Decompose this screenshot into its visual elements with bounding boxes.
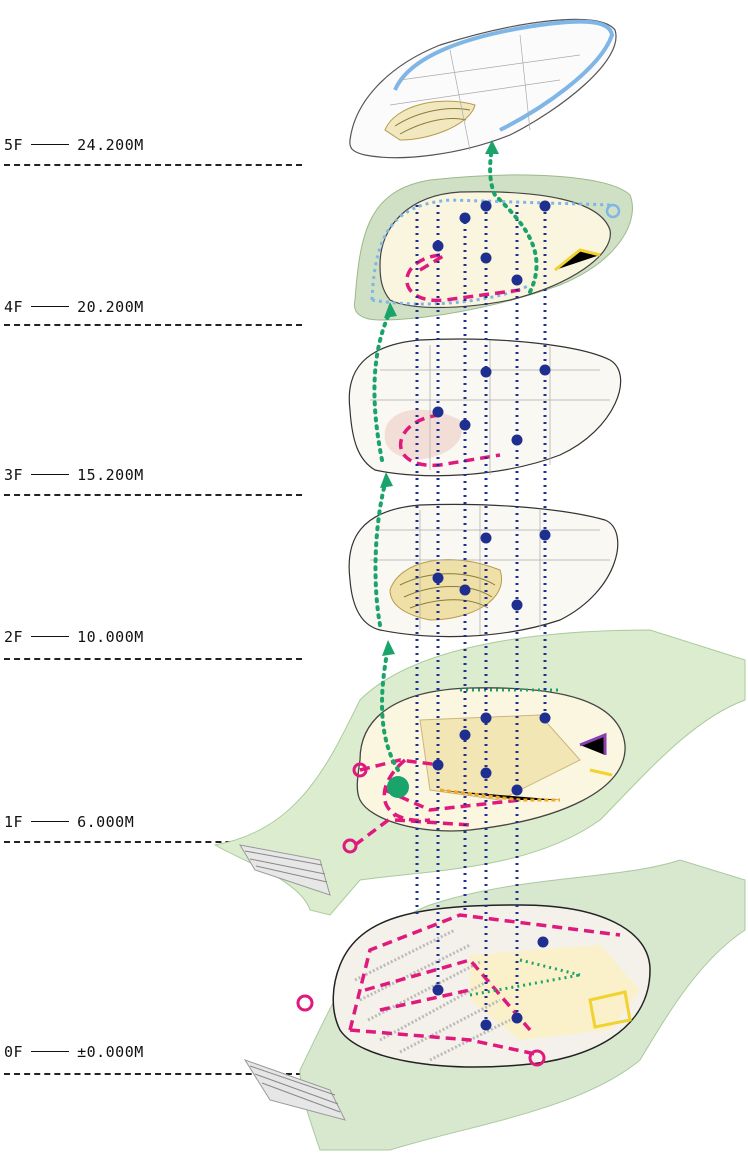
core-node (480, 1019, 492, 1031)
roof-walk-node-4f (605, 203, 621, 219)
vehicle-route-0f (348, 913, 621, 1057)
exit-node (528, 1049, 546, 1067)
core-nodes (432, 200, 551, 1031)
stair-circulation (372, 140, 539, 772)
roof-walk-5f (393, 19, 615, 132)
plate-2f (348, 503, 619, 638)
core-node (539, 529, 551, 541)
label-rule (31, 143, 70, 145)
road-stripes-1f (244, 850, 328, 883)
label-rule (31, 1050, 70, 1052)
grid-lines-2f (370, 505, 610, 635)
public-route-3f (398, 413, 501, 467)
plate-0f (243, 859, 746, 1151)
service-yellow-0f (588, 990, 632, 1029)
core-node (432, 759, 444, 771)
road-stripes-0f (249, 1065, 341, 1113)
core-node (511, 784, 523, 796)
floor-name: 1F (4, 813, 24, 831)
core-node (480, 200, 492, 212)
stair-path-2f-3f (373, 478, 388, 627)
core-node (480, 767, 492, 779)
parking-grid-0f (354, 928, 511, 1062)
level-line-2f (4, 658, 302, 660)
level-label-4f: 4F 20.200M (4, 298, 144, 316)
core-node (459, 419, 471, 431)
floor-elevation: ±0.000M (77, 1043, 144, 1061)
label-rule (31, 473, 70, 475)
stair-path-4f-5f (488, 146, 539, 294)
yellow-route-4f (554, 248, 601, 272)
level-label-2f: 2F 10.000M (4, 628, 144, 646)
core-node (432, 406, 444, 418)
core-node (459, 212, 471, 224)
floor-elevation: 20.200M (77, 298, 144, 316)
label-rule (31, 820, 70, 822)
core-node (511, 599, 523, 611)
arrow-icon (382, 640, 395, 656)
core-node (459, 584, 471, 596)
core-node (511, 434, 523, 446)
core-node (539, 364, 551, 376)
level-label-5f: 5F 24.200M (4, 136, 144, 154)
entry-node-1f-a (342, 838, 358, 854)
level-line-3f (4, 494, 302, 496)
label-rule (31, 635, 70, 637)
label-rule (31, 305, 70, 307)
plate-4f (353, 174, 633, 321)
arrow-icon (384, 302, 397, 318)
level-line-1f (4, 841, 302, 843)
stair-path-3f-4f (372, 310, 392, 462)
floor-name: 2F (4, 628, 24, 646)
stair-path-1f-2f (380, 646, 400, 772)
plate-5f (349, 18, 617, 159)
level-line-5f (4, 164, 302, 166)
auditorium-3f (384, 409, 462, 460)
seating-rows-5f (394, 108, 471, 135)
level-label-3f: 3F 15.200M (4, 466, 144, 484)
floor-name: 3F (4, 466, 24, 484)
floor-name: 5F (4, 136, 24, 154)
yellow-route-1f (589, 768, 613, 777)
purple-route-1f (579, 732, 607, 755)
core-node (511, 1012, 523, 1024)
core-node (480, 712, 492, 724)
core-node (480, 252, 492, 264)
entry-node-1f-b (352, 762, 368, 778)
green-dotted-0f (469, 958, 581, 997)
core-node (432, 984, 444, 996)
stair-node-1f (387, 776, 409, 798)
level-line-4f (4, 324, 302, 326)
core-node (432, 240, 444, 252)
floor-elevation: 6.000M (77, 813, 135, 831)
road-1f (238, 844, 331, 896)
floor-name: 4F (4, 298, 24, 316)
level-label-0f: 0F ±0.000M (4, 1043, 144, 1061)
floor-elevation: 15.200M (77, 466, 144, 484)
core-node (539, 712, 551, 724)
pedestrian-route-1f (353, 758, 521, 847)
seating-rows-2f (399, 573, 496, 609)
level-line-0f (4, 1073, 302, 1075)
entry-node (296, 994, 314, 1012)
core-node (539, 200, 551, 212)
core-node (511, 274, 523, 286)
floor-name: 0F (4, 1043, 24, 1061)
arrow-icon (485, 140, 499, 154)
floor-elevation: 24.200M (77, 136, 144, 154)
core-node (432, 572, 444, 584)
arrow-icon (380, 472, 393, 488)
grid-lines-5f (389, 34, 581, 151)
public-route-4f (405, 253, 521, 303)
core-node (459, 729, 471, 741)
vertical-cores (415, 205, 547, 1025)
orange-route-1f (439, 788, 560, 802)
level-label-1f: 1F 6.000M (4, 813, 134, 831)
core-node (480, 366, 492, 378)
core-node (480, 532, 492, 544)
floor-outline-5f (349, 18, 617, 159)
floor-elevation: 10.000M (77, 628, 144, 646)
core-node (537, 936, 549, 948)
